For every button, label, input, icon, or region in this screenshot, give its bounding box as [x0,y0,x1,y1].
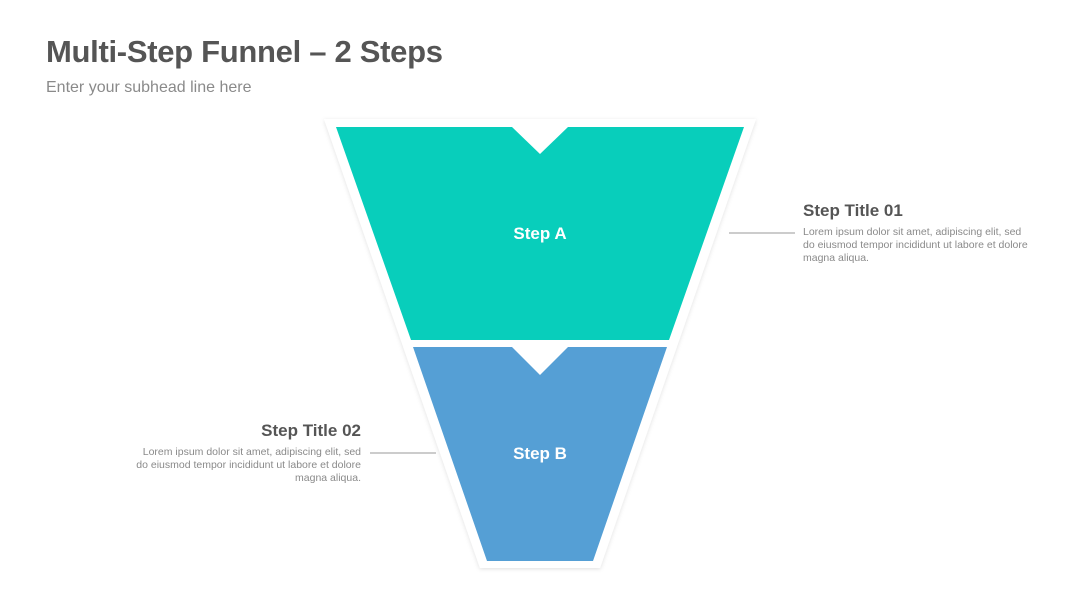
step-1-title: Step Title 01 [803,201,903,220]
step-b-label: Step B [513,444,567,463]
page-title: Multi-Step Funnel – 2 Steps [46,34,443,69]
step-b-shape [413,347,667,561]
callout-step-2: Step Title 02 Lorem ipsum dolor sit amet… [131,421,361,485]
funnel-segment-step-a[interactable]: Step A [336,127,744,340]
step-2-description: Lorem ipsum dolor sit amet, adipiscing e… [136,446,361,484]
step-2-title: Step Title 02 [261,421,361,440]
page-subtitle: Enter your subhead line here [46,79,252,96]
step-a-label: Step A [513,224,566,243]
step-a-shape [336,127,744,340]
funnel-segment-step-b[interactable]: Step B [413,347,667,561]
callout-step-1: Step Title 01 Lorem ipsum dolor sit amet… [803,201,1033,265]
step-1-description: Lorem ipsum dolor sit amet, adipiscing e… [803,226,1028,264]
